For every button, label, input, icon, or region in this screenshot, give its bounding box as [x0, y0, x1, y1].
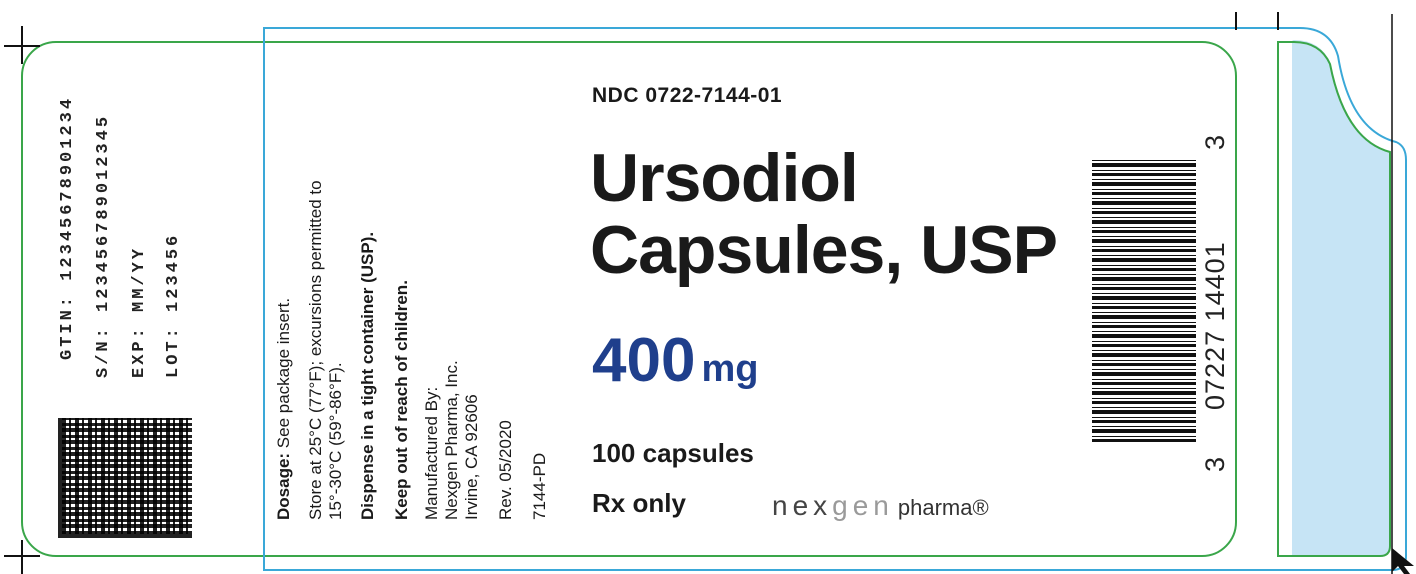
- cursor-icon: [1392, 548, 1414, 574]
- dispense-text: Dispense in a tight container (USP).: [358, 231, 377, 520]
- tab-fill-shape: [1292, 40, 1390, 556]
- storage-line-2: 15°-30°C (59°-86°F).: [326, 362, 345, 520]
- barcode-digits-middle: 07227 14401: [1200, 241, 1230, 410]
- title-line-2: Capsules, USP: [590, 212, 1058, 288]
- title-line-1: Ursodiol: [590, 140, 859, 216]
- brand-gen: gen: [832, 490, 894, 521]
- lot-text: LOT: 123456: [164, 232, 183, 378]
- green-outline-tab: [1277, 41, 1391, 557]
- strength-unit: mg: [701, 348, 759, 390]
- revision-text: Rev. 05/2020: [496, 420, 515, 520]
- expiry-text: EXP: MM/YY: [130, 245, 149, 378]
- keep-out-text: Keep out of reach of children.: [392, 280, 411, 520]
- rx-only: Rx only: [592, 488, 686, 518]
- product-title: Ursodiol Capsules, USP: [590, 140, 1058, 288]
- dosage-line: Dosage: See package insert.: [274, 298, 294, 520]
- manufactured-by-label: Manufactured By:: [422, 386, 441, 520]
- barcode-digit-start: 3: [1200, 455, 1230, 472]
- capsule-count: 100 capsules: [592, 438, 754, 468]
- manufacturer-name: Nexgen Pharma, Inc.: [442, 360, 461, 520]
- product-code-text: 7144-PD: [530, 452, 549, 520]
- ndc-number: NDC 0722-7144-01: [592, 84, 783, 107]
- strength-value: 400: [592, 326, 696, 395]
- dosage-value: See package insert.: [274, 297, 293, 453]
- serial-number-text: S/N: 123456789012345: [94, 113, 113, 378]
- barcode-digit-end: 3: [1200, 133, 1230, 150]
- brand-nex: nex: [772, 490, 833, 521]
- brand-pharma: pharma®: [897, 495, 989, 520]
- manufacturer-address: Irvine, CA 92606: [462, 394, 481, 520]
- upc-barcode: [1092, 158, 1196, 442]
- dosage-label: Dosage:: [274, 452, 293, 520]
- gtin-text: GTIN: 12345678901234: [58, 95, 77, 360]
- datamatrix-code: [58, 418, 192, 538]
- green-outline-main: [21, 41, 1237, 557]
- storage-line-1: Store at 25°C (77°F); excursions permitt…: [306, 180, 325, 520]
